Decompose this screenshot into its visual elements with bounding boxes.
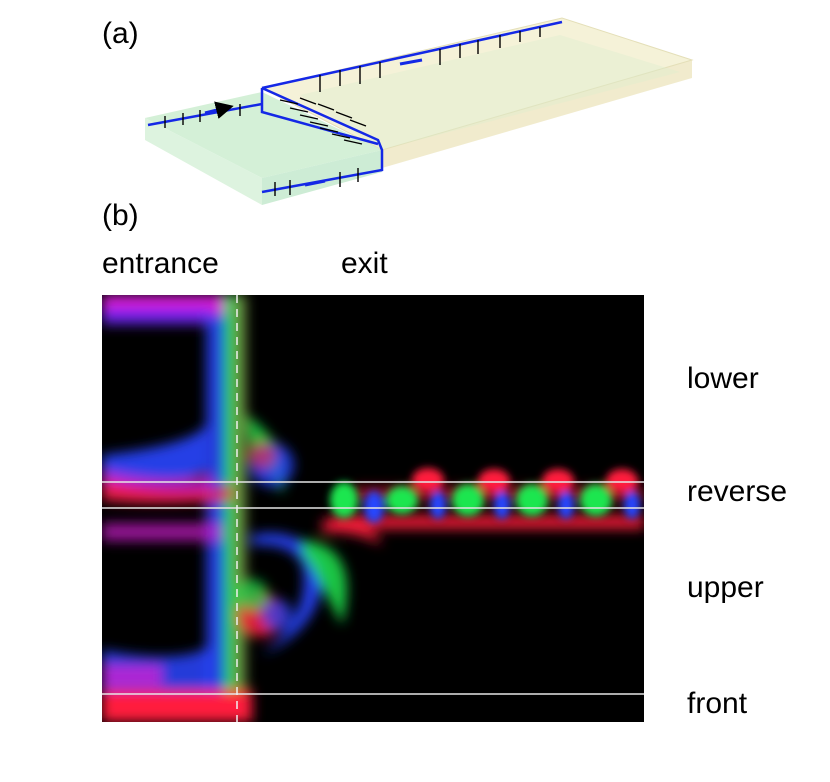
guide-lines: [102, 481, 644, 695]
reverse-label: reverse: [687, 475, 788, 508]
exit-flow-arrow: [399, 58, 423, 66]
right-slab: [260, 17, 694, 168]
lower-label: lower: [687, 362, 759, 395]
field-glow: [102, 295, 644, 722]
exit-label: exit: [341, 247, 388, 280]
upper-label: upper: [687, 571, 764, 604]
exit-stream-pattern: [330, 468, 640, 523]
edge-lines: [147, 20, 563, 194]
field-arrows: [164, 27, 541, 196]
front-label: front: [687, 687, 748, 720]
panel-b-label: (b): [102, 199, 139, 232]
entrance-label: entrance: [102, 247, 219, 280]
front-flow-arrow: [304, 179, 326, 187]
entrance-flow-arrow: [204, 101, 234, 119]
slab-schematic: [145, 17, 694, 205]
field-map: [102, 295, 644, 722]
panel-a-label: (a): [102, 17, 139, 50]
